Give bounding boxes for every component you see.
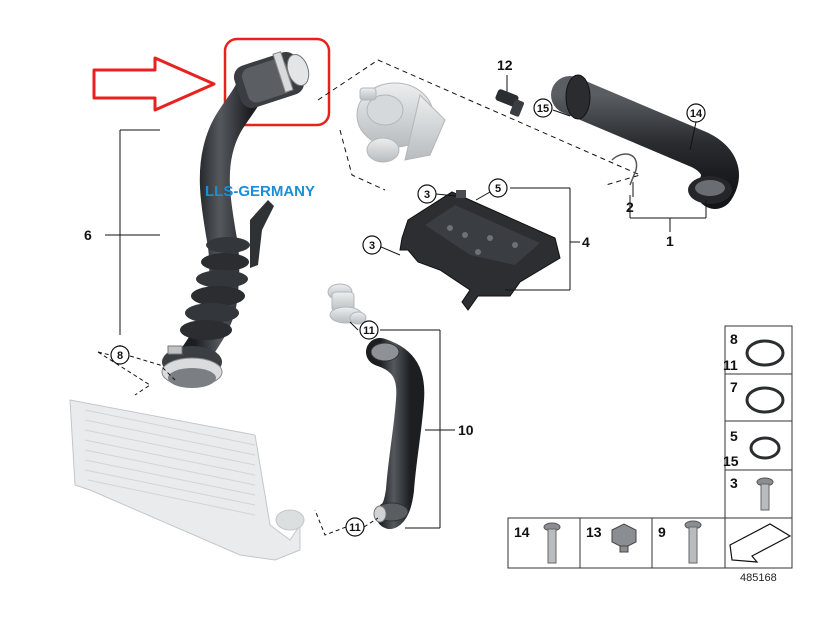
oring-icon [749, 436, 781, 460]
legend-grid [507, 325, 793, 569]
reference-number: 485168 [740, 572, 777, 584]
bolt-icon [756, 477, 774, 511]
bracket-6 [105, 129, 160, 335]
callout-15: 15 [537, 103, 549, 115]
callout-12: 12 [497, 57, 513, 73]
callout-5: 5 [495, 183, 501, 195]
bolt-icon [684, 520, 702, 564]
nut-icon [611, 523, 637, 553]
red-arrow-icon [92, 56, 216, 112]
oring-icon [745, 386, 785, 414]
callout-10: 10 [458, 422, 474, 438]
intercooler [69, 399, 305, 561]
callout-3b: 3 [369, 240, 375, 252]
legend-row1-a: 8 [730, 331, 738, 347]
callout-1: 1 [666, 233, 674, 249]
turbocharger [356, 82, 446, 163]
callout-11a-ring [359, 320, 379, 340]
watermark-text: LLS-GERMANY [205, 183, 315, 200]
leader-11b [314, 509, 379, 536]
callout-11a: 11 [363, 325, 375, 337]
oring-icon [745, 339, 785, 367]
leader-15 [552, 109, 571, 117]
blowoff-valve [327, 283, 367, 325]
legend-bottom-a: 14 [514, 524, 530, 540]
bracket-10 [380, 329, 455, 529]
legend-row2: 7 [730, 379, 738, 395]
dashed-turbo-link [317, 59, 642, 191]
direction-arrow-icon [729, 523, 792, 563]
callout-8: 8 [117, 350, 123, 362]
leader-14 [689, 121, 697, 151]
callout-14-ring [686, 103, 706, 123]
legend-row3-b: 15 [723, 453, 739, 469]
callout-14: 14 [690, 108, 703, 120]
charge-air-hose [161, 51, 310, 388]
leader-3b [380, 246, 401, 256]
leader-3a [435, 193, 457, 197]
callout-5-ring [488, 178, 508, 198]
legend-row3-a: 5 [730, 428, 738, 444]
bracket-1 [629, 195, 707, 232]
highlight-box [223, 37, 331, 127]
callout-2: 2 [626, 199, 634, 215]
callout-3a: 3 [424, 189, 430, 201]
bolt-3-upper [456, 190, 466, 198]
leader-5 [475, 191, 491, 201]
legend-bottom-c: 9 [658, 524, 666, 540]
leader-11a [349, 321, 359, 331]
legend-bottom-b: 13 [586, 524, 602, 540]
charge-air-pipe-10 [366, 338, 425, 529]
callout-4: 4 [582, 234, 590, 250]
callout-8-marker: 8 [97, 345, 176, 396]
cover-plate [399, 191, 561, 311]
sensor-12 [495, 89, 525, 117]
intake-pipe [551, 74, 739, 209]
legend-row4: 3 [730, 475, 738, 491]
legend-row1-b: 11 [723, 357, 738, 373]
callout-3b-ring [362, 235, 382, 255]
callout-11b: 11 [349, 522, 361, 534]
bracket-4 [505, 187, 580, 291]
bolt-icon [543, 522, 561, 564]
callout-15-ring [533, 98, 553, 118]
callout-6: 6 [84, 227, 92, 243]
